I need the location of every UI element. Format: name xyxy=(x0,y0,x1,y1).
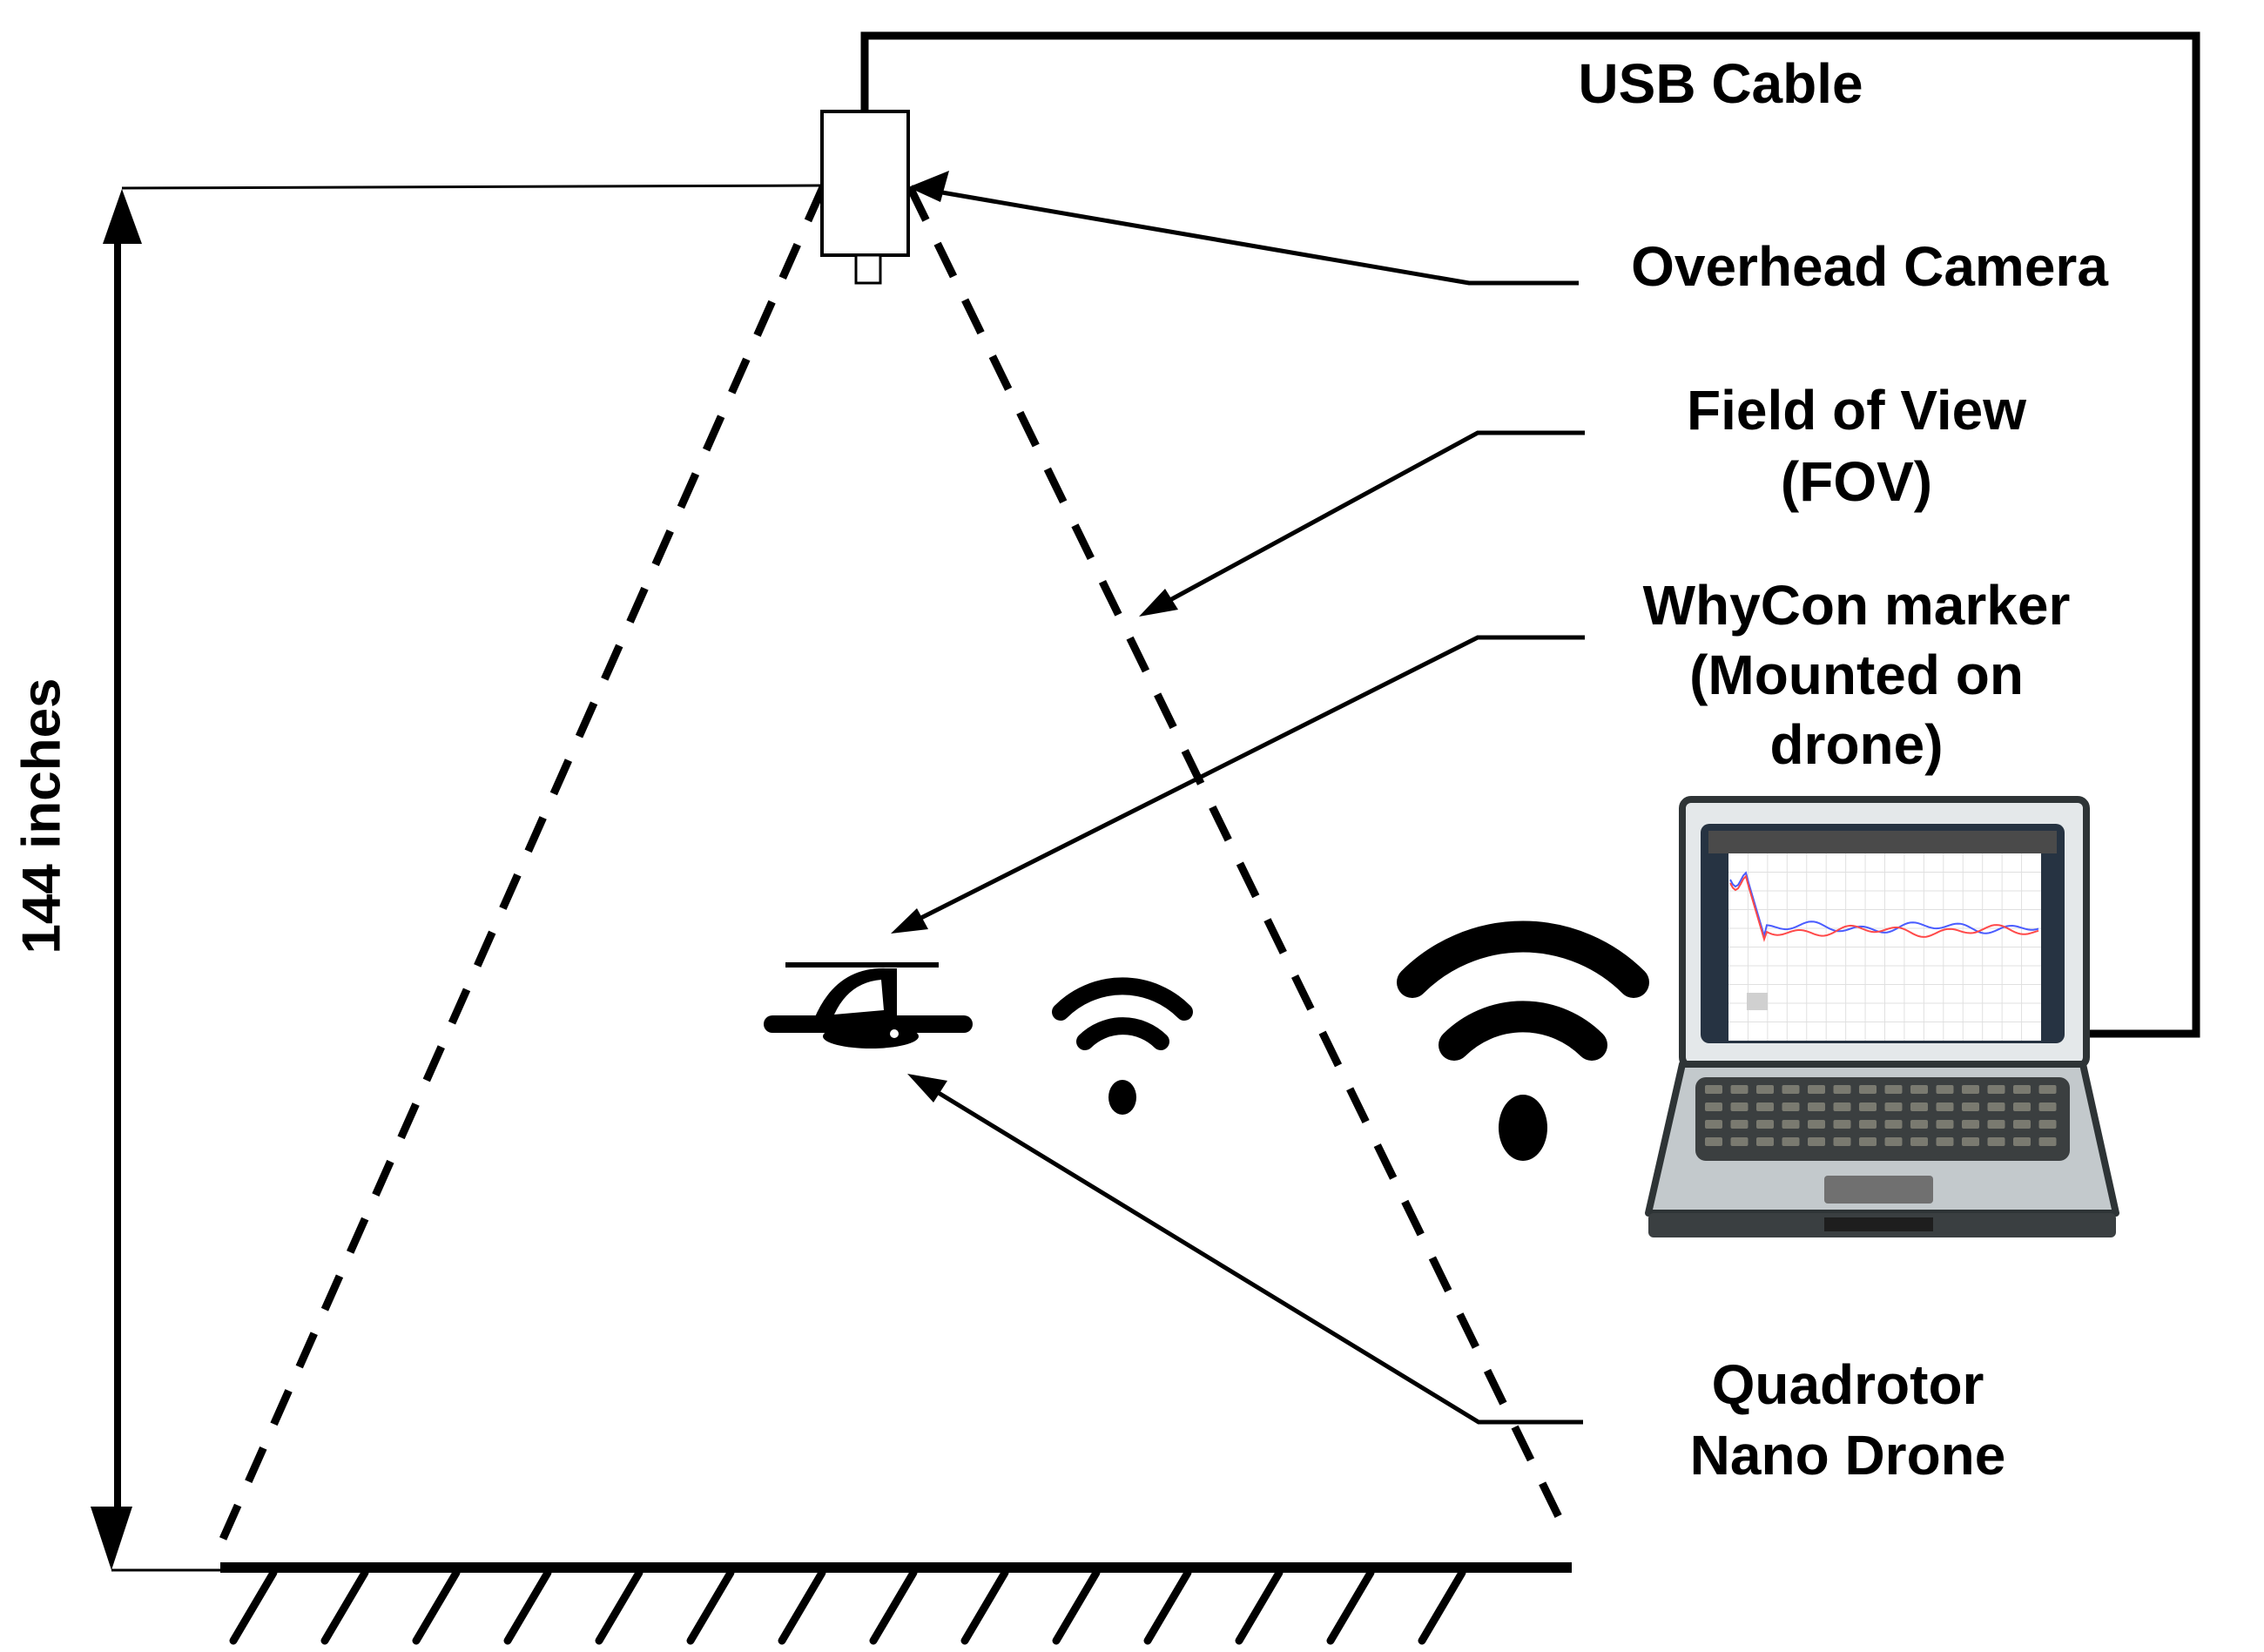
keyboard-key xyxy=(1756,1137,1774,1146)
ground-hatch xyxy=(412,1568,461,1645)
keyboard-key xyxy=(1730,1085,1749,1094)
usb-cable xyxy=(860,31,2200,1038)
height-dimension xyxy=(91,184,823,1572)
keyboard-key xyxy=(1962,1102,1979,1111)
height-label: 144 inches xyxy=(11,678,71,954)
fov-label-line1: Field of View xyxy=(1687,379,2026,442)
keyboard-key xyxy=(2038,1120,2057,1129)
ground-hatch xyxy=(1418,1568,1466,1645)
keyboard-key xyxy=(1859,1102,1877,1111)
keyboard-key xyxy=(1833,1120,1851,1129)
keyboard-key xyxy=(1782,1102,1800,1111)
keyboard-key xyxy=(1705,1102,1722,1111)
keyboard-key xyxy=(2013,1102,2031,1111)
keyboard-key xyxy=(1705,1137,1722,1146)
keyboard-key xyxy=(1756,1120,1774,1129)
whycon-label-line2: (Mounted on xyxy=(1689,644,2024,706)
keyboard-key xyxy=(1808,1102,1825,1111)
ground xyxy=(220,1562,1572,1645)
keyboard-key xyxy=(1833,1085,1851,1094)
keyboard-key xyxy=(1962,1120,1979,1129)
keyboard-key xyxy=(1808,1085,1825,1094)
quadrotor-label-line1: Quadrotor xyxy=(1712,1353,1984,1416)
usb-cable-label: USB Cable xyxy=(1578,52,1863,115)
keyboard-key xyxy=(1884,1085,1903,1094)
keyboard-key xyxy=(1782,1120,1800,1129)
whycon-label-line1: WhyCon marker xyxy=(1643,574,2071,637)
keyboard-key xyxy=(1859,1085,1877,1094)
keyboard-key xyxy=(1730,1102,1749,1111)
ground-hatch xyxy=(960,1568,1009,1645)
quadrotor-label-line2: Nano Drone xyxy=(1690,1424,2006,1487)
keyboard-key xyxy=(1808,1120,1825,1129)
camera-leader xyxy=(911,185,1579,286)
keyboard-key xyxy=(1782,1137,1800,1146)
keyboard-key xyxy=(1936,1102,1954,1111)
fov-leader xyxy=(1146,430,1585,615)
whycon-label-line3: drone) xyxy=(1769,713,1943,776)
ground-hatch xyxy=(229,1568,278,1645)
keyboard-key xyxy=(1808,1137,1825,1146)
keyboard-key xyxy=(1987,1085,2005,1094)
plot-series-red xyxy=(1729,874,2039,942)
keyboard-key xyxy=(1910,1102,1928,1111)
keyboard-key xyxy=(1962,1137,1979,1146)
keyboard-key xyxy=(1705,1085,1722,1094)
keyboard-key xyxy=(1936,1137,1954,1146)
keyboard-key xyxy=(1884,1120,1903,1129)
camera-icon xyxy=(820,110,910,285)
wifi-icon xyxy=(1397,920,1649,1161)
fov-label-line2: (FOV) xyxy=(1781,450,1932,513)
keyboard-key xyxy=(2038,1102,2057,1111)
keyboard-key xyxy=(2013,1085,2031,1094)
keyboard-key xyxy=(2013,1137,2031,1146)
keyboard-key xyxy=(2013,1120,2031,1129)
ground-hatch xyxy=(1143,1568,1192,1645)
ground-hatch xyxy=(1326,1568,1375,1645)
wifi-icon xyxy=(1052,977,1193,1115)
ground-hatch xyxy=(1052,1568,1101,1645)
quadrotor-leader xyxy=(913,1075,1583,1425)
keyboard-key xyxy=(1962,1085,1979,1094)
keyboard-key xyxy=(1730,1120,1749,1129)
keyboard-key xyxy=(1910,1120,1928,1129)
fov-right-line xyxy=(906,185,1566,1524)
keyboard-key xyxy=(1910,1085,1928,1094)
keyboard-key xyxy=(1782,1085,1800,1094)
laptop-icon xyxy=(1645,796,2119,1237)
keyboard-key xyxy=(1936,1120,1954,1129)
drone-icon xyxy=(764,962,973,1049)
keyboard-key xyxy=(1756,1102,1774,1111)
ground-hatch xyxy=(503,1568,552,1645)
keyboard-key xyxy=(1884,1102,1903,1111)
keyboard-key xyxy=(1859,1120,1877,1129)
keyboard-key xyxy=(1910,1137,1928,1146)
ground-hatch xyxy=(869,1568,918,1645)
ground-hatch xyxy=(686,1568,735,1645)
ground-hatch xyxy=(1235,1568,1284,1645)
keyboard-key xyxy=(1936,1085,1954,1094)
keyboard-key xyxy=(1987,1120,2005,1129)
fov-left-line xyxy=(209,185,827,1562)
keyboard-key xyxy=(1730,1137,1749,1146)
keyboard-key xyxy=(2038,1137,2057,1146)
keyboard-key xyxy=(2038,1085,2057,1094)
ground-hatch xyxy=(320,1568,369,1645)
keyboard-key xyxy=(1987,1137,2005,1146)
keyboard-key xyxy=(1987,1102,2005,1111)
ground-hatch xyxy=(595,1568,643,1645)
keyboard-key xyxy=(1884,1137,1903,1146)
whycon-leader xyxy=(897,635,1585,932)
ground-hatch xyxy=(778,1568,826,1645)
plot-series-blue xyxy=(1729,871,2039,940)
keyboard-key xyxy=(1705,1120,1722,1129)
overhead-camera-label: Overhead Camera xyxy=(1631,235,2108,298)
keyboard-key xyxy=(1756,1085,1774,1094)
keyboard-key xyxy=(1833,1137,1851,1146)
keyboard-key xyxy=(1859,1137,1877,1146)
keyboard-key xyxy=(1833,1102,1851,1111)
